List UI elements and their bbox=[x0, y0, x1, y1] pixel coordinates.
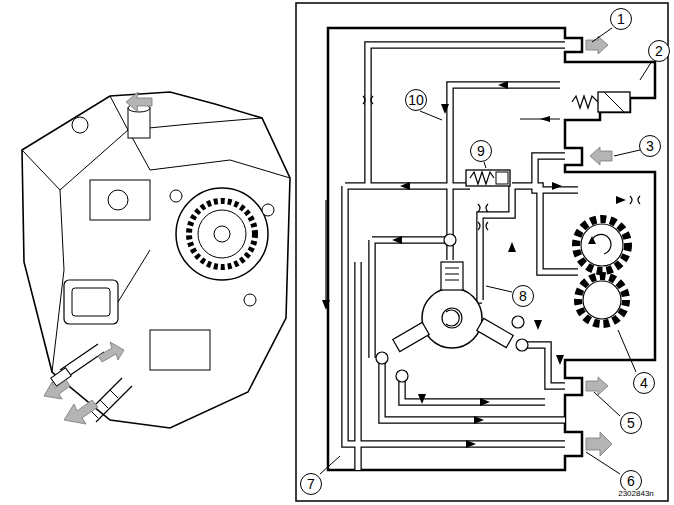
callout-number: 8 bbox=[512, 285, 534, 307]
callout-number: 2 bbox=[648, 40, 670, 62]
callout-number: 3 bbox=[639, 135, 661, 157]
figure-id: 2302843n bbox=[617, 490, 655, 498]
passages bbox=[345, 45, 578, 470]
callout-number: 7 bbox=[300, 473, 322, 495]
callout-number: 6 bbox=[620, 470, 642, 492]
callout-number: 5 bbox=[620, 412, 642, 434]
callout-number: 10 bbox=[405, 89, 427, 111]
callout-number: 1 bbox=[610, 8, 632, 30]
leader-lines bbox=[320, 28, 652, 474]
callout-number: 9 bbox=[470, 140, 492, 162]
fuel-circuit-schematic bbox=[296, 3, 668, 501]
pump-drawing bbox=[22, 92, 290, 428]
callout-number: 4 bbox=[633, 372, 655, 394]
